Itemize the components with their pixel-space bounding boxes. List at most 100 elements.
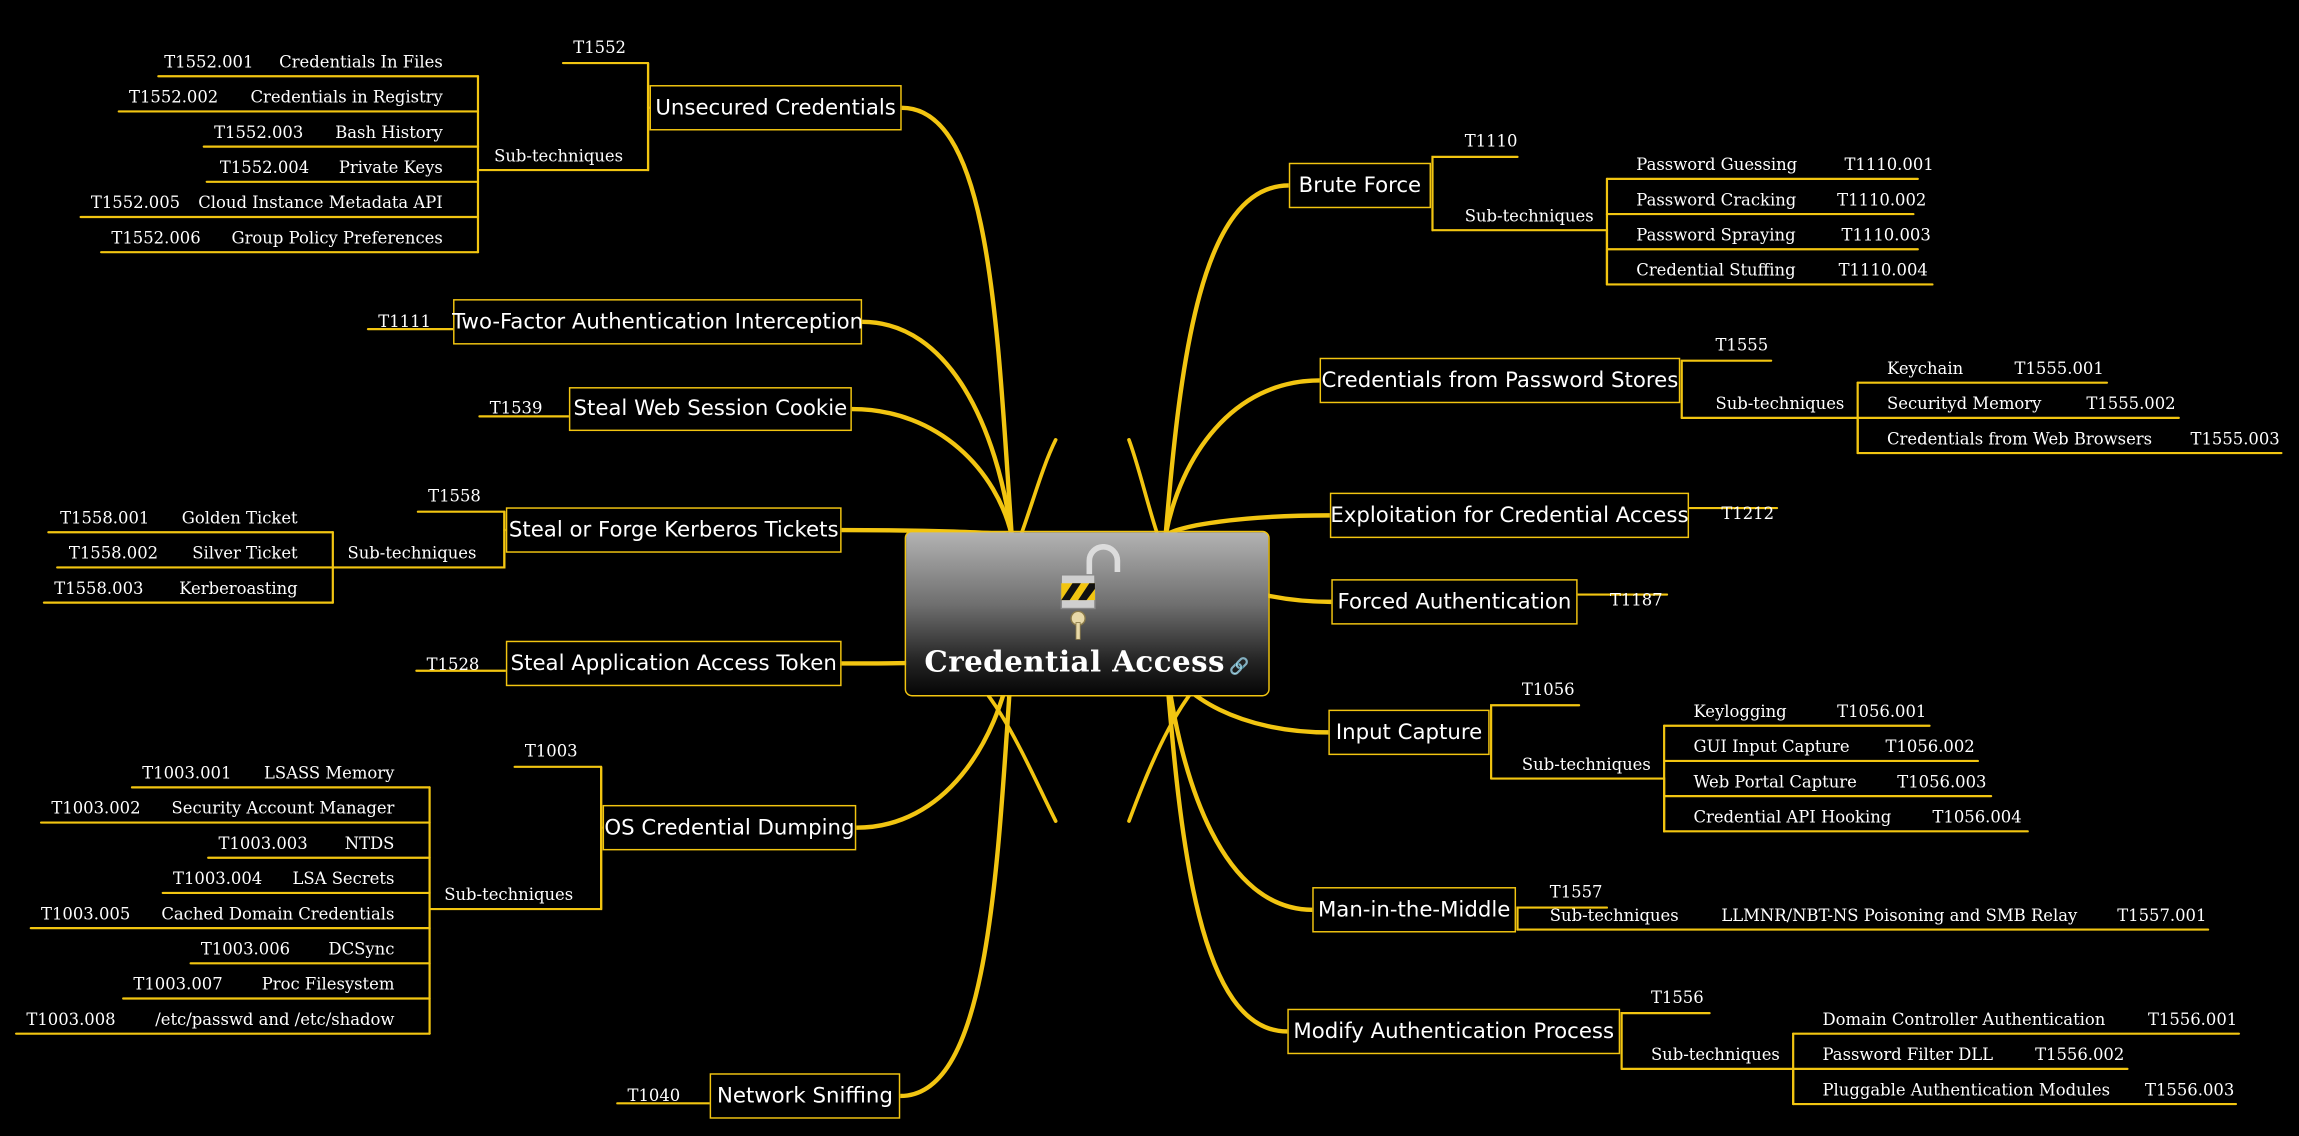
topic-input-capture[interactable]: Input Capture [1328, 709, 1490, 756]
subtech-id-T1558.001[interactable]: T1558.001 [60, 508, 150, 528]
subtech-id-T1003.001[interactable]: T1003.001 [142, 763, 232, 783]
subtech-id-T1056.003[interactable]: T1056.003 [1897, 772, 1987, 792]
subtech-name-private-keys[interactable]: Private Keys [338, 158, 443, 178]
subtech-name-ntds[interactable]: NTDS [344, 834, 395, 854]
topic-credentials-from-password-stores[interactable]: Credentials from Password Stores [1319, 357, 1681, 404]
subtech-id-T1555.002[interactable]: T1555.002 [2086, 394, 2176, 414]
topic-forced-authentication[interactable]: Forced Authentication [1331, 579, 1578, 625]
topic-exploitation-for-credential-access[interactable]: Exploitation for Credential Access [1329, 492, 1690, 539]
subtech-name-lsass-memory[interactable]: LSASS Memory [263, 763, 395, 783]
topic-steal-application-access-token[interactable]: Steal Application Access Token [505, 640, 842, 687]
subtech-id-T1003.005[interactable]: T1003.005 [41, 904, 131, 924]
subtech-name-credentials-in-registry[interactable]: Credentials in Registry [250, 87, 443, 108]
topic-network-sniffing[interactable]: Network Sniffing [709, 1073, 901, 1119]
technique-id-T1528[interactable]: T1528 [426, 655, 480, 675]
subtech-id-T1110.001[interactable]: T1110.001 [1844, 155, 1934, 175]
link-icon[interactable]: 🔗 [1229, 656, 1250, 676]
subtech-id-T1552.004[interactable]: T1552.004 [219, 158, 310, 178]
sub-techniques-label-T1003[interactable]: Sub-techniques [444, 885, 574, 905]
subtech-id-T1552.006[interactable]: T1552.006 [111, 228, 201, 248]
topic-os-credential-dumping[interactable]: OS Credential Dumping [602, 804, 857, 851]
technique-id-T1212[interactable]: T1212 [1721, 504, 1775, 524]
technique-id-T1555[interactable]: T1555 [1715, 335, 1769, 355]
sub-techniques-label-T1555[interactable]: Sub-techniques [1715, 394, 1845, 414]
subtech-id-T1110.003[interactable]: T1110.003 [1841, 225, 1931, 245]
subtech-name-lsa-secrets[interactable]: LSA Secrets [292, 869, 395, 889]
subtech-id-T1552.005[interactable]: T1552.005 [90, 193, 181, 213]
subtech-id-T1557.001[interactable]: T1557.001 [2117, 906, 2207, 926]
technique-id-T1558[interactable]: T1558 [428, 486, 481, 506]
subtech-name-credentials-from-web-browsers[interactable]: Credentials from Web Browsers [1886, 429, 2153, 449]
sub-techniques-label-T1056[interactable]: Sub-techniques [1521, 755, 1651, 775]
subtech-id-T1056.001[interactable]: T1056.001 [1837, 702, 1927, 722]
subtech-name-cloud-instance-metadata-api[interactable]: Cloud Instance Metadata API [198, 193, 443, 213]
subtech-name-kerberoasting[interactable]: Kerberoasting [179, 579, 298, 599]
subtech-name-securityd-memory[interactable]: Securityd Memory [1886, 394, 2042, 414]
sub-techniques-label-T1552[interactable]: Sub-techniques [494, 146, 624, 166]
subtech-name-gui-input-capture[interactable]: GUI Input Capture [1693, 737, 1850, 757]
subtech-name-domain-controller-authentication[interactable]: Domain Controller Authentication [1822, 1010, 2106, 1030]
topic-steal-or-forge-kerberos-tickets[interactable]: Steal or Forge Kerberos Tickets [505, 507, 842, 553]
sub-techniques-label-T1556[interactable]: Sub-techniques [1650, 1045, 1780, 1065]
topic-unsecured-credentials[interactable]: Unsecured Credentials [649, 85, 902, 131]
sub-techniques-label-T1557[interactable]: Sub-techniques [1549, 906, 1679, 926]
sub-techniques-label-T1110[interactable]: Sub-techniques [1464, 206, 1594, 226]
subtech-name-proc-filesystem[interactable]: Proc Filesystem [261, 975, 395, 995]
subtech-name-etc-passwd-and-etc-shadow[interactable]: /etc/passwd and /etc/shadow [155, 1010, 395, 1030]
subtech-name-dcsync[interactable]: DCSync [328, 939, 395, 959]
technique-id-T1539[interactable]: T1539 [489, 398, 543, 418]
subtech-id-T1003.003[interactable]: T1003.003 [218, 834, 308, 854]
subtech-name-silver-ticket[interactable]: Silver Ticket [192, 543, 298, 564]
subtech-id-T1555.003[interactable]: T1555.003 [2190, 429, 2280, 449]
topic-steal-web-session-cookie[interactable]: Steal Web Session Cookie [568, 387, 852, 432]
subtech-name-password-guessing[interactable]: Password Guessing [1636, 155, 1798, 175]
subtech-id-T1552.003[interactable]: T1552.003 [214, 123, 304, 143]
subtech-name-password-filter-dll[interactable]: Password Filter DLL [1822, 1045, 1994, 1065]
technique-id-T1040[interactable]: T1040 [627, 1086, 681, 1106]
technique-id-T1556[interactable]: T1556 [1650, 988, 1704, 1008]
subtech-id-T1003.006[interactable]: T1003.006 [200, 939, 291, 959]
subtech-id-T1056.004[interactable]: T1056.004 [1932, 807, 2022, 827]
root-topic[interactable]: Credential Access🔗 [904, 530, 1270, 697]
technique-id-T1557[interactable]: T1557 [1549, 882, 1603, 902]
subtech-name-security-account-manager[interactable]: Security Account Manager [171, 799, 395, 819]
subtech-name-llmnr-nbt-ns-poisoning-and-smb-relay[interactable]: LLMNR/NBT-NS Poisoning and SMB Relay [1721, 906, 2078, 926]
subtech-name-group-policy-preferences[interactable]: Group Policy Preferences [231, 228, 443, 248]
subtech-name-password-spraying[interactable]: Password Spraying [1636, 225, 1796, 245]
technique-id-T1187[interactable]: T1187 [1609, 590, 1663, 610]
subtech-name-keylogging[interactable]: Keylogging [1693, 702, 1787, 722]
subtech-name-credential-api-hooking[interactable]: Credential API Hooking [1693, 807, 1892, 827]
subtech-id-T1555.001[interactable]: T1555.001 [2014, 359, 2104, 379]
technique-id-T1003[interactable]: T1003 [524, 741, 578, 761]
subtech-id-T1110.002[interactable]: T1110.002 [1837, 190, 1927, 210]
subtech-name-keychain[interactable]: Keychain [1886, 359, 1964, 379]
subtech-id-T1552.001[interactable]: T1552.001 [164, 52, 254, 72]
subtech-id-T1003.008[interactable]: T1003.008 [26, 1010, 116, 1030]
subtech-name-credentials-in-files[interactable]: Credentials In Files [279, 52, 443, 72]
subtech-id-T1556.003[interactable]: T1556.003 [2145, 1080, 2235, 1100]
technique-id-T1552[interactable]: T1552 [573, 38, 626, 58]
subtech-name-web-portal-capture[interactable]: Web Portal Capture [1693, 772, 1857, 792]
subtech-id-T1003.007[interactable]: T1003.007 [133, 975, 223, 995]
subtech-id-T1003.002[interactable]: T1003.002 [51, 799, 141, 819]
technique-id-T1056[interactable]: T1056 [1521, 680, 1575, 700]
subtech-id-T1552.002[interactable]: T1552.002 [129, 87, 219, 108]
subtech-name-golden-ticket[interactable]: Golden Ticket [181, 508, 298, 528]
subtech-id-T1556.002[interactable]: T1556.002 [2035, 1045, 2125, 1065]
topic-modify-authentication-process[interactable]: Modify Authentication Process [1287, 1008, 1621, 1055]
technique-id-T1111[interactable]: T1111 [378, 312, 431, 332]
subtech-id-T1110.004[interactable]: T1110.004 [1838, 260, 1928, 281]
subtech-id-T1556.001[interactable]: T1556.001 [2147, 1010, 2238, 1030]
subtech-name-bash-history[interactable]: Bash History [335, 123, 443, 143]
topic-man-in-the-middle[interactable]: Man-in-the-Middle [1312, 887, 1517, 933]
subtech-id-T1056.002[interactable]: T1056.002 [1885, 737, 1975, 757]
subtech-id-T1558.002[interactable]: T1558.002 [68, 543, 159, 564]
subtech-name-password-cracking[interactable]: Password Cracking [1636, 190, 1797, 210]
topic-two-factor-authentication-interception[interactable]: Two-Factor Authentication Interception [452, 299, 863, 345]
topic-brute-force[interactable]: Brute Force [1288, 162, 1432, 209]
technique-id-T1110[interactable]: T1110 [1464, 131, 1518, 152]
sub-techniques-label-T1558[interactable]: Sub-techniques [347, 543, 477, 564]
subtech-name-pluggable-authentication-modules[interactable]: Pluggable Authentication Modules [1822, 1080, 2111, 1100]
subtech-name-credential-stuffing[interactable]: Credential Stuffing [1636, 260, 1796, 281]
subtech-name-cached-domain-credentials[interactable]: Cached Domain Credentials [161, 904, 395, 924]
